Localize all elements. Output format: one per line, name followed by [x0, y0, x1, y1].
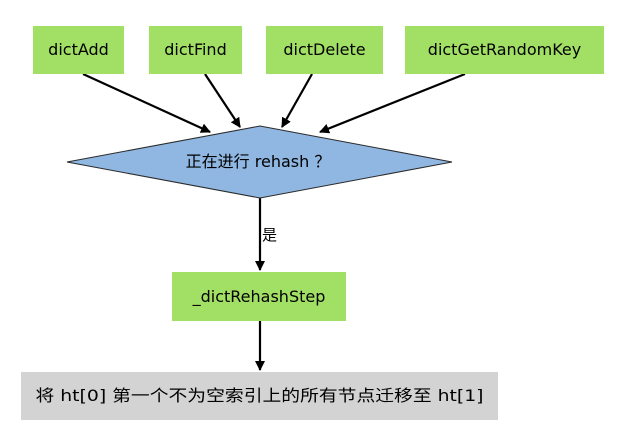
- node-result: 将 ht[0] 第一个不为空索引上的所有节点迁移至 ht[1]: [21, 372, 498, 420]
- node-dict-add: dictAdd: [33, 26, 124, 74]
- edge-label-yes: 是: [262, 226, 277, 244]
- edge-dictfind-to-decision: [204, 73, 241, 128]
- node-result-label: 将 ht[0] 第一个不为空索引上的所有节点迁移至 ht[1]: [36, 386, 484, 405]
- node-rehash-step: _dictRehashStep: [172, 272, 346, 321]
- node-rehash-step-box: [172, 272, 346, 321]
- node-dict-find-label: dictFind: [164, 40, 226, 59]
- node-dict-get-random-key: dictGetRandomKey: [405, 26, 604, 74]
- edge-dictdelete-to-decision: [281, 73, 313, 128]
- node-result-box: [21, 372, 498, 420]
- edge-dictgetrandomkey-to-decision: [319, 72, 466, 134]
- node-rehash-step-label: _dictRehashStep: [192, 287, 326, 307]
- node-dict-get-random-key-label: dictGetRandomKey: [428, 40, 581, 59]
- node-decision-label: 正在进行 rehash ？: [186, 152, 331, 171]
- node-dict-add-label: dictAdd: [48, 40, 109, 59]
- node-decision-diamond: [66, 125, 453, 199]
- node-dict-get-random-key-box: [405, 26, 604, 74]
- node-dict-find: dictFind: [149, 26, 242, 74]
- node-dict-add-box: [33, 26, 124, 74]
- edges: [82, 72, 466, 371]
- node-dict-delete-label: dictDelete: [283, 40, 365, 59]
- node-dict-delete: dictDelete: [266, 26, 383, 74]
- edge-dictadd-to-decision: [82, 72, 211, 134]
- node-dict-find-box: [149, 26, 242, 74]
- node-dict-delete-box: [266, 26, 383, 74]
- node-decision: 正在进行 rehash ？: [66, 125, 453, 199]
